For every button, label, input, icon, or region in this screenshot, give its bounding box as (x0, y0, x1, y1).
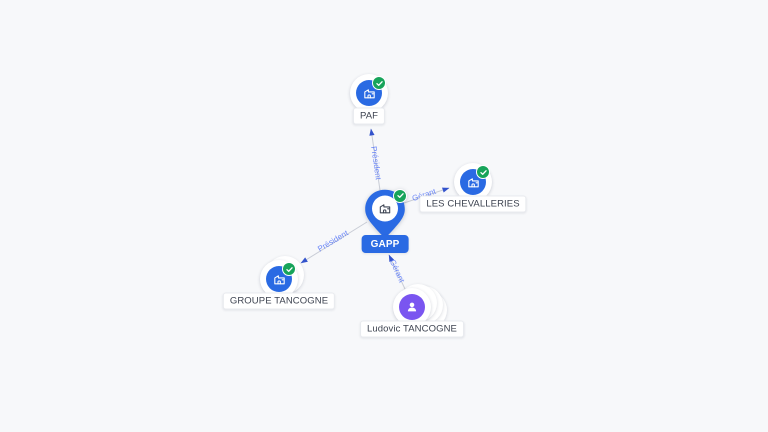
verified-badge-icon (393, 188, 407, 203)
arrowhead-icon (388, 254, 395, 262)
company-building-icon (273, 274, 285, 284)
person-icon (407, 302, 417, 312)
node-les-chevalleries[interactable] (454, 163, 492, 201)
node-label-paf[interactable]: PAF (352, 107, 386, 125)
person-circle (393, 288, 431, 326)
arrowhead-icon (442, 187, 450, 193)
node-label-gapp[interactable]: GAPP (361, 235, 409, 253)
node-gapp[interactable] (362, 188, 408, 243)
verified-badge-icon (372, 76, 386, 90)
node-label-ludovic-tancogne[interactable]: Ludovic TANCOGNE (360, 320, 464, 338)
arrowhead-icon (369, 128, 375, 136)
company-building-icon (363, 88, 375, 98)
verified-badge-icon (476, 165, 490, 179)
edge-gapp-groupe-tancogne (300, 221, 368, 264)
node-paf[interactable] (350, 74, 388, 112)
edge-label-gapp-paf: Président (369, 146, 383, 181)
edge-label-gapp-groupe-tancogne: Président (316, 228, 350, 254)
company-circle (350, 74, 388, 112)
node-label-les-chevalleries[interactable]: LES CHEVALLERIES (419, 195, 527, 213)
verified-badge-icon (282, 262, 296, 276)
company-building-icon (379, 203, 391, 213)
company-building-icon (467, 177, 479, 187)
edge-gapp-paf (370, 128, 382, 198)
arrowhead-icon (300, 257, 308, 264)
person-bubble (399, 294, 425, 320)
node-groupe-tancogne[interactable] (260, 256, 304, 298)
edge-label-ludovic-tancogne-gapp: Gérant (388, 258, 407, 285)
node-label-groupe-tancogne[interactable]: GROUPE TANCOGNE (222, 292, 336, 310)
